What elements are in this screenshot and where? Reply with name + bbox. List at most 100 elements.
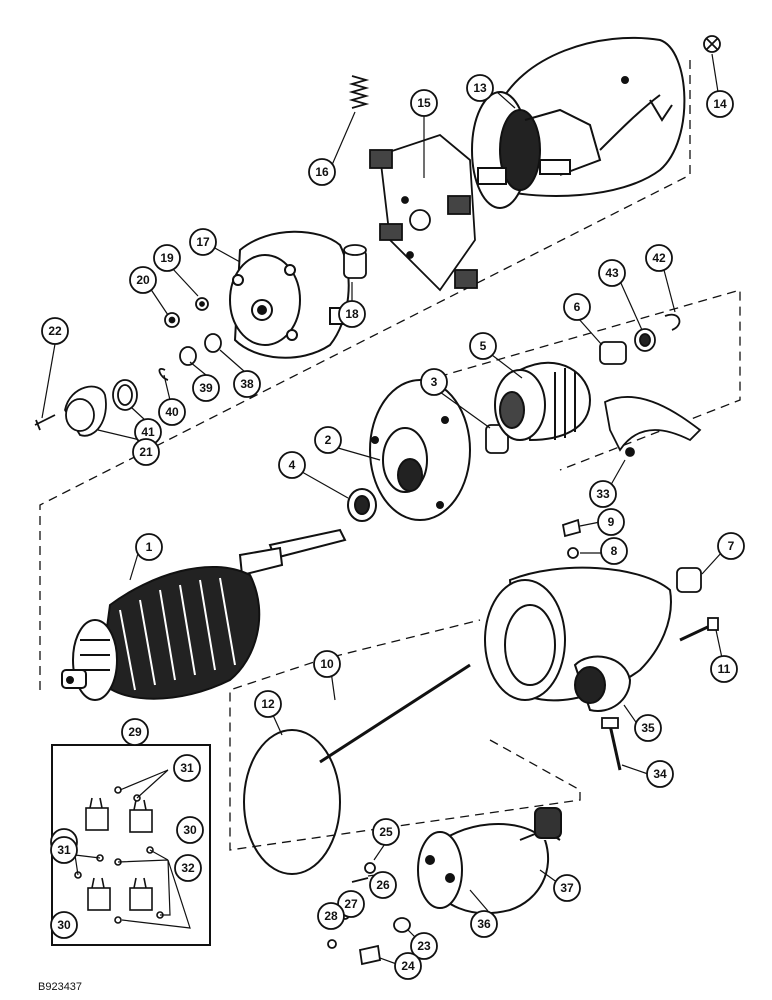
callout-number: 39 — [199, 381, 213, 395]
callout-c26: 26 — [369, 871, 397, 899]
callout-number: 37 — [560, 881, 574, 895]
callout-circle — [410, 932, 438, 960]
housing-bushing — [343, 244, 367, 279]
callout-number: 30 — [183, 823, 197, 837]
callout-number: 32 — [181, 861, 195, 875]
callout-number: 31 — [180, 761, 194, 775]
callout-circle — [420, 368, 448, 396]
callout-circle — [132, 438, 160, 466]
callout-number: 30 — [57, 918, 71, 932]
callout-circle — [597, 508, 625, 536]
brush-holder-plate — [369, 133, 478, 292]
solenoid-assembly — [417, 807, 562, 915]
callout-c27: 27 — [337, 890, 365, 918]
callout-c10: 10 — [313, 650, 341, 678]
field-frame-housing — [471, 36, 686, 209]
drive-housing — [484, 566, 672, 712]
callout-number: 24 — [401, 959, 415, 973]
callout-c30a: 30 — [176, 816, 204, 844]
callout-c12: 12 — [254, 690, 282, 718]
pinion-stop-parts — [599, 313, 681, 365]
callout-c38: 38 — [233, 370, 261, 398]
callout-circle — [176, 816, 204, 844]
callout-circle — [158, 398, 186, 426]
drawing-code: B923437 — [38, 981, 82, 993]
callout-c31b: 31 — [50, 836, 78, 864]
brush-spring — [348, 75, 370, 109]
callout-circle — [189, 228, 217, 256]
callout-number: 42 — [652, 251, 666, 265]
callout-number: 2 — [325, 433, 332, 447]
callout-c22: 22 — [41, 317, 69, 345]
callout-number: 18 — [345, 307, 359, 321]
callout-number: 6 — [574, 300, 581, 314]
callout-c42: 42 — [645, 244, 673, 272]
callout-c40: 40 — [158, 398, 186, 426]
callout-number: 12 — [261, 697, 275, 711]
callout-c23: 23 — [410, 932, 438, 960]
frame-screw — [703, 35, 721, 53]
callout-c39: 39 — [192, 374, 220, 402]
callout-c9: 9 — [597, 508, 625, 536]
callout-c16: 16 — [308, 158, 336, 186]
callout-c15: 15 — [410, 89, 438, 117]
callout-number: 23 — [417, 939, 431, 953]
callout-circle — [121, 718, 149, 746]
callout-c36: 36 — [470, 910, 498, 938]
callout-number: 20 — [136, 273, 150, 287]
housing-hardware — [561, 518, 719, 771]
callout-c8: 8 — [600, 537, 628, 565]
callout-number: 10 — [320, 657, 334, 671]
callout-c1: 1 — [135, 533, 163, 561]
callout-number: 16 — [315, 165, 329, 179]
callout-number: 14 — [713, 97, 727, 111]
callout-circle — [314, 426, 342, 454]
shaft-seal — [347, 488, 377, 522]
callout-circle — [600, 537, 628, 565]
callout-circle — [710, 655, 738, 683]
callout-circle — [706, 90, 734, 118]
callout-c7: 7 — [717, 532, 745, 560]
callout-circle — [254, 690, 282, 718]
callout-circle — [466, 74, 494, 102]
callout-circle — [308, 158, 336, 186]
callout-circle — [313, 650, 341, 678]
callout-c31a: 31 — [173, 754, 201, 782]
callout-number: 8 — [611, 544, 618, 558]
callout-c37: 37 — [553, 874, 581, 902]
callout-number: 25 — [379, 825, 393, 839]
callout-circle — [394, 952, 422, 980]
callout-number: 31 — [57, 843, 71, 857]
callout-number: 43 — [605, 266, 619, 280]
callout-number: 28 — [324, 909, 338, 923]
callout-c33: 33 — [589, 480, 617, 508]
callout-circle — [553, 874, 581, 902]
callout-circle — [645, 244, 673, 272]
drive-pinion-assembly — [494, 361, 592, 442]
callout-circle — [410, 89, 438, 117]
callout-c28: 28 — [317, 902, 345, 930]
callout-circle — [469, 332, 497, 360]
callout-number: 19 — [160, 251, 174, 265]
callout-number: 5 — [480, 339, 487, 353]
callout-number: 38 — [240, 377, 254, 391]
callout-circle — [278, 451, 306, 479]
callout-number: 1 — [146, 540, 153, 554]
callout-c30c: 30 — [50, 911, 78, 939]
callout-number: 4 — [289, 458, 296, 472]
callout-circle — [598, 259, 626, 287]
callout-number: 26 — [376, 878, 390, 892]
callout-circle — [233, 370, 261, 398]
brush-set-inset — [51, 744, 211, 946]
callout-circle — [589, 480, 617, 508]
callout-circle — [135, 533, 163, 561]
callout-c3: 3 — [420, 368, 448, 396]
callout-number: 40 — [165, 405, 179, 419]
callout-c35: 35 — [634, 714, 662, 742]
callout-leaders — [41, 53, 723, 967]
callout-c13: 13 — [466, 74, 494, 102]
callout-circle — [634, 714, 662, 742]
callout-number: 35 — [641, 721, 655, 735]
callout-circle — [372, 818, 400, 846]
